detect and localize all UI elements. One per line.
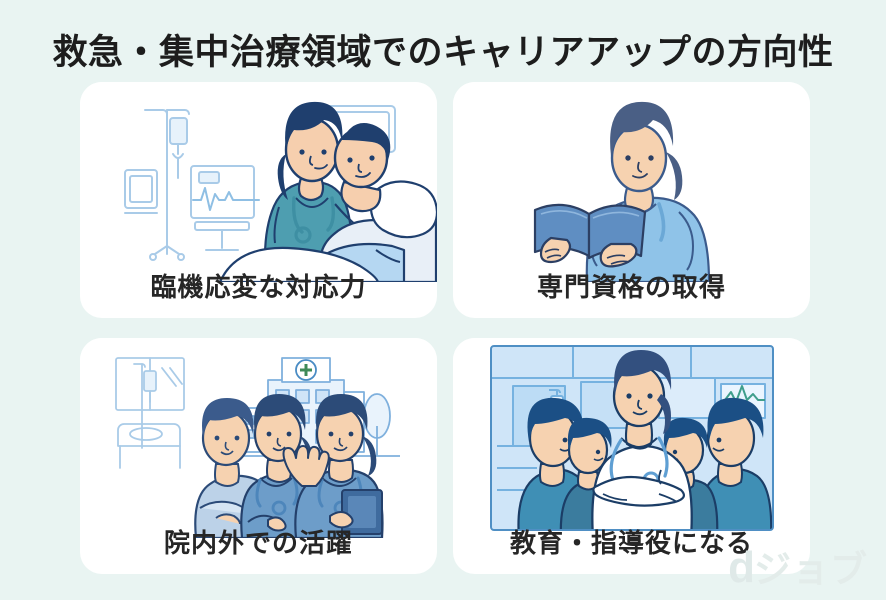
illustration-nurse-attending-patient	[80, 82, 437, 282]
card-label-adaptability: 臨機応変な対応力	[150, 272, 367, 302]
watermark-label: ジョブ	[754, 549, 868, 590]
card-grid: 臨機応変な対応力	[80, 82, 810, 574]
illustration-nurses-and-hospital	[80, 338, 437, 538]
card-adaptability[interactable]: 臨機応変な対応力	[80, 82, 437, 318]
card-label-activity: 院内外での活躍	[163, 528, 353, 558]
card-mentoring[interactable]: 教育・指導役になる	[453, 338, 810, 574]
watermark-d-mark: d	[728, 543, 755, 592]
card-certification[interactable]: 専門資格の取得	[453, 82, 810, 318]
illustration-nurse-reading-textbook	[453, 82, 810, 282]
card-label-certification: 専門資格の取得	[536, 272, 726, 302]
illustration-senior-nurse-teaching	[453, 338, 810, 538]
djob-watermark: d ジョブ	[728, 546, 868, 590]
card-label-mentoring: 教育・指導役になる	[509, 528, 753, 558]
card-activity[interactable]: 院内外での活躍	[80, 338, 437, 574]
page-title: 救急・集中治療領域でのキャリアアップの方向性	[52, 33, 834, 72]
